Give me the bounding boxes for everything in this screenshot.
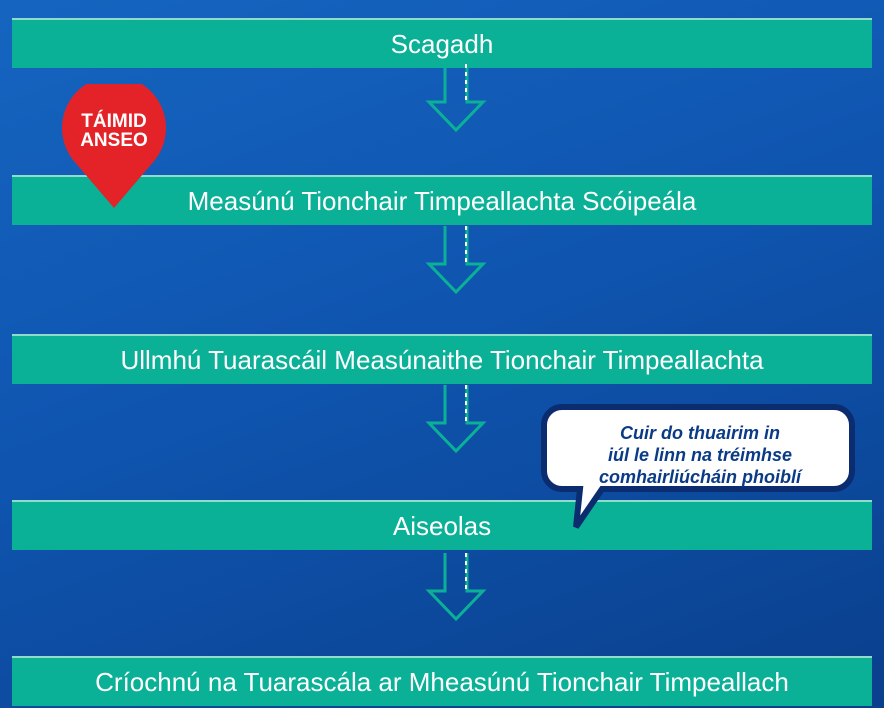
step-label: Scagadh	[390, 28, 494, 59]
callout-line: iúl le linn na tréimhse	[607, 445, 793, 465]
step-label: Ullmhú Tuarascáil Measúnaithe Tionchair …	[120, 344, 764, 375]
down-arrow-icon	[425, 226, 487, 294]
callout-line: Cuir do thuairim in	[620, 423, 780, 443]
you-are-here-label: TÁIMID ANSEO	[55, 112, 173, 150]
marker-line: TÁIMID	[81, 111, 147, 132]
marker-line: ANSEO	[80, 130, 148, 151]
step-report-preparation: Ullmhú Tuarascáil Measúnaithe Tionchair …	[12, 334, 872, 384]
location-pin-icon	[62, 84, 166, 208]
step-scagadh: Scagadh	[12, 18, 872, 68]
speech-bubble-icon	[541, 404, 855, 529]
step-label: Measúnú Tionchair Timpeallachta Scóipeál…	[187, 185, 697, 216]
step-label: Críochnú na Tuarascála ar Mheasúnú Tionc…	[95, 666, 789, 697]
down-arrow-icon	[425, 64, 487, 132]
step-scoping: Measúnú Tionchair Timpeallachta Scóipeál…	[12, 175, 872, 225]
callout-line: comhairliúcháin phoiblí	[598, 467, 802, 487]
down-arrow-icon	[425, 553, 487, 621]
step-feedback: Aiseolas	[12, 500, 872, 550]
consultation-callout: Cuir do thuairim in iúl le linn na tréim…	[556, 422, 844, 488]
step-label: Aiseolas	[392, 510, 492, 541]
step-finalisation: Críochnú na Tuarascála ar Mheasúnú Tionc…	[12, 656, 872, 706]
down-arrow-icon	[425, 385, 487, 453]
